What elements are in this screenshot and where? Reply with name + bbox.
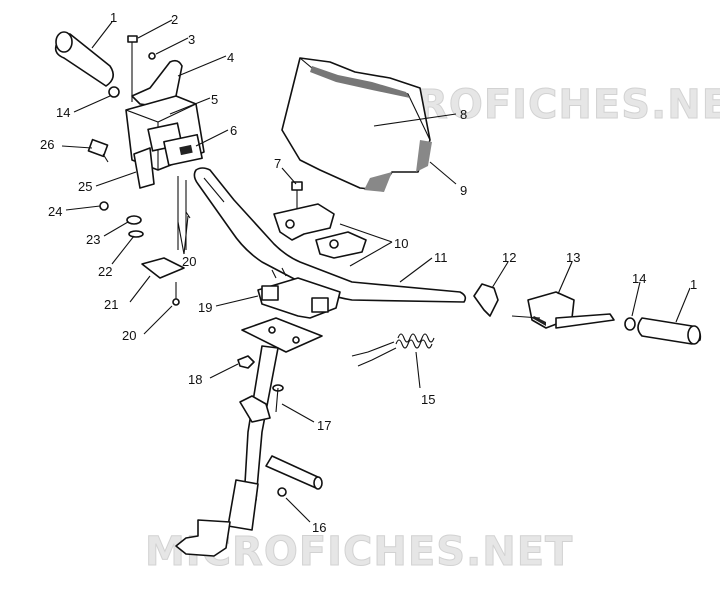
right-grip	[637, 317, 702, 345]
washer-23	[126, 215, 142, 225]
callout-24: 24	[48, 204, 62, 219]
callout-13: 13	[566, 250, 580, 265]
handlebar	[193, 167, 467, 303]
callout-10: 10	[394, 236, 408, 251]
callout-18: 18	[188, 372, 202, 387]
callout-19: 19	[198, 300, 212, 315]
callout-14-right: 14	[632, 271, 646, 286]
plate-21	[141, 257, 185, 279]
callout-23: 23	[86, 232, 100, 247]
callout-16: 16	[312, 520, 326, 535]
nut-24	[99, 201, 109, 211]
left-spacer	[108, 86, 120, 98]
callout-7: 7	[274, 156, 281, 171]
callout-22: 22	[98, 264, 112, 279]
right-spacer	[624, 317, 636, 331]
callout-1-right: 1	[690, 277, 697, 292]
callout-25: 25	[78, 179, 92, 194]
bolt-2	[127, 35, 138, 102]
callout-labels: 1 2 3 4 14 5 6 26 7 8 9 25 24 23 20 22 1…	[40, 10, 697, 535]
callout-14-left: 14	[56, 105, 70, 120]
heater-element-15	[351, 333, 435, 367]
leader-lines	[61, 19, 691, 523]
nut-18	[237, 355, 255, 369]
lower-clamp-19	[257, 267, 341, 319]
bracket-12	[473, 283, 499, 317]
brake-lever	[511, 291, 615, 329]
callout-9: 9	[460, 183, 467, 198]
callout-11: 11	[434, 250, 448, 265]
steering-column	[227, 345, 279, 531]
column-plate	[241, 317, 323, 353]
left-grip	[54, 31, 114, 87]
callout-2: 2	[171, 12, 178, 27]
bracket-25	[133, 147, 155, 189]
bolt-17	[272, 384, 284, 413]
callout-1-left: 1	[110, 10, 117, 25]
callout-3: 3	[188, 32, 195, 47]
hood-panel	[281, 57, 432, 192]
nut-3	[148, 52, 156, 60]
callout-20-lower: 20	[122, 328, 136, 343]
callout-12: 12	[502, 250, 516, 265]
callout-21: 21	[104, 297, 118, 312]
switch-26	[87, 138, 109, 163]
callout-8: 8	[460, 107, 467, 122]
callout-26: 26	[40, 137, 54, 152]
upper-clamp-10	[273, 203, 367, 259]
column-base	[175, 519, 231, 557]
callout-17: 17	[317, 418, 331, 433]
callout-5: 5	[211, 92, 218, 107]
callout-15: 15	[421, 392, 435, 407]
washer-22	[128, 230, 144, 238]
callout-20-upper: 20	[182, 254, 196, 269]
sleeve-16	[265, 455, 323, 497]
callout-6: 6	[230, 123, 237, 138]
callout-4: 4	[227, 50, 234, 65]
